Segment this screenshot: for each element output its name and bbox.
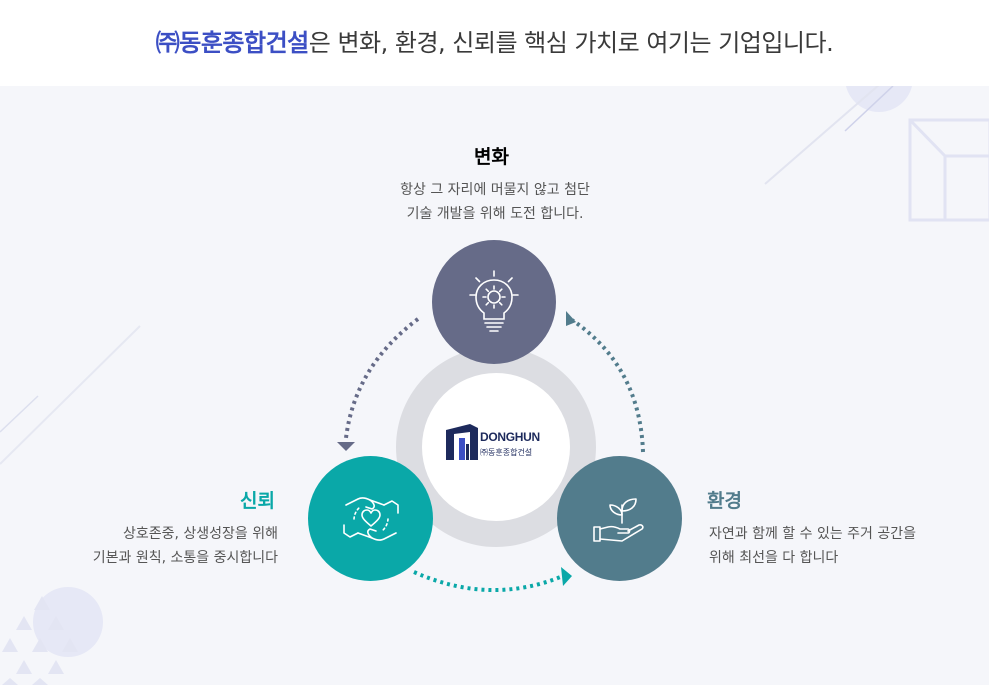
donghun-logo: DONGHUN ㈜동훈종합건설: [446, 422, 546, 464]
arrow-trust-to-environment: [413, 570, 564, 593]
trust-desc-line-1: 상호존중, 상생성장을 위해: [122, 526, 278, 542]
environment-title: 환경: [707, 490, 742, 512]
headline: ㈜동훈종합건설은 변화, 환경, 신뢰를 핵심 가치로 여기는 기업입니다.: [0, 0, 989, 86]
environment-circle: [557, 456, 682, 581]
arrow-environment-to-change: [570, 318, 645, 453]
trust-desc-line-2: 기본과 원칙, 소통을 중시합니다: [92, 550, 278, 566]
change-circle: [432, 240, 556, 364]
hands-heart-icon: [342, 496, 399, 541]
change-description: 항상 그 자리에 머물지 않고 첨단 기술 개발을 위해 도전 합니다.: [330, 178, 660, 226]
change-desc-line-1: 항상 그 자리에 머물지 않고 첨단: [400, 182, 590, 198]
company-name: ㈜동훈종합건설: [155, 29, 309, 57]
change-title: 변화: [474, 146, 509, 168]
change-desc-line-2: 기술 개발을 위해 도전 합니다.: [406, 206, 584, 222]
logo-english: DONGHUN: [480, 430, 540, 444]
trust-description: 상호존중, 상생성장을 위해 기본과 원칙, 소통을 중시합니다: [30, 522, 278, 570]
environment-description: 자연과 함께 할 수 있는 주거 공간을 위해 최선을 다 합니다: [709, 522, 979, 570]
building-logo-icon: [446, 424, 478, 460]
arrow-head-trust: [337, 442, 355, 451]
environment-desc-line-1: 자연과 함께 할 수 있는 주거 공간을: [709, 526, 917, 542]
hand-sprout-icon: [592, 497, 644, 542]
logo-korean: ㈜동훈종합건설: [480, 448, 533, 457]
arrow-head-change: [566, 311, 576, 326]
values-section: 변화 항상 그 자리에 머물지 않고 첨단 기술 개발을 위해 도전 합니다. …: [0, 86, 989, 685]
background-decoration: [0, 86, 989, 685]
environment-desc-line-2: 위해 최선을 다 합니다: [709, 550, 839, 566]
trust-circle: [308, 456, 433, 581]
arrow-change-to-trust: [344, 317, 420, 439]
headline-text: 은 변화, 환경, 신뢰를 핵심 가치로 여기는 기업입니다.: [308, 29, 834, 57]
lightbulb-gear-icon: [469, 270, 519, 332]
cycle-arrows: [337, 311, 645, 593]
arrow-head-environment: [561, 567, 572, 586]
trust-title: 신뢰: [240, 490, 275, 512]
